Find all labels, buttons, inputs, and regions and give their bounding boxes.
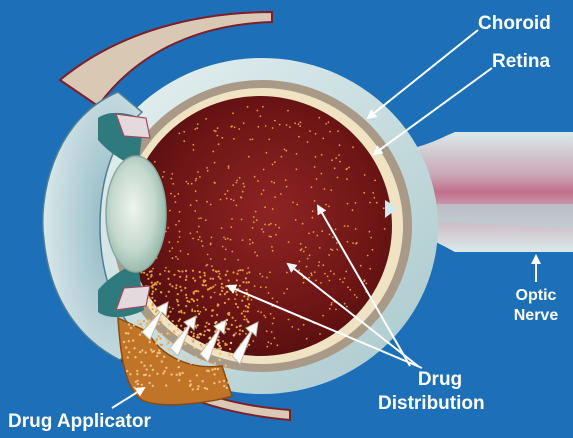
- drug-distribution-label-line2: Distribution: [378, 394, 485, 413]
- retina-label: Retina: [492, 52, 550, 71]
- choroid-label: Choroid: [478, 14, 551, 33]
- optic-nerve-label-line1: Optic: [506, 288, 566, 304]
- lens: [106, 156, 166, 272]
- choroid-arrow: [368, 30, 478, 118]
- optic-nerve-label-line2: Nerve: [506, 308, 566, 324]
- drug-applicator-label: Drug Applicator: [8, 412, 151, 431]
- drug-distribution-label-line1: Drug: [400, 370, 480, 389]
